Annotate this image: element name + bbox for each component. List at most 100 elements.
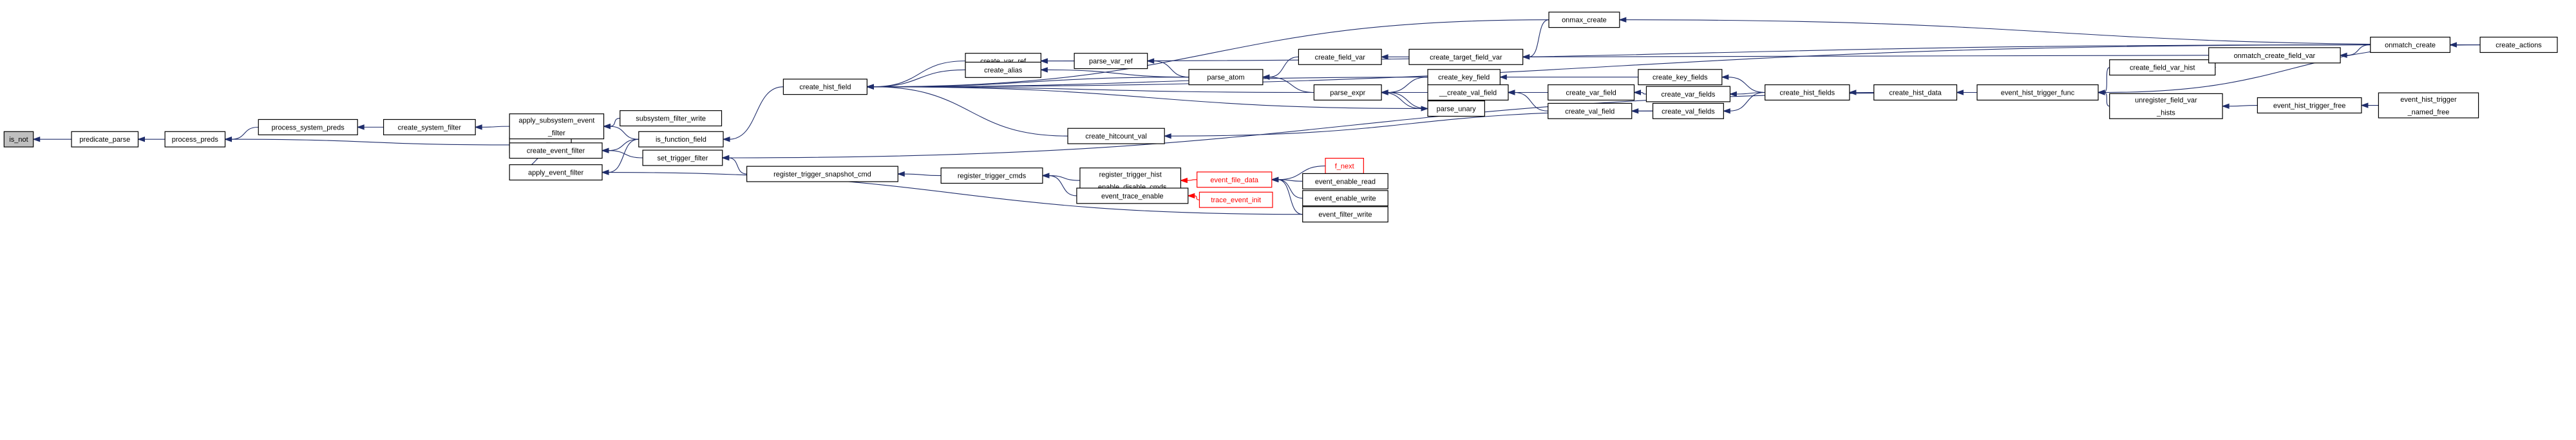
node-process-preds[interactable]: process_preds	[164, 131, 226, 148]
node-label: event_enable_write	[1314, 195, 1376, 203]
edge-arrowhead	[1722, 108, 1730, 114]
edge-line	[1625, 19, 2481, 46]
edge-line	[1640, 91, 1647, 95]
edge-arrowhead	[603, 123, 611, 129]
node-create-event-filter[interactable]: create_event_filter	[509, 142, 603, 159]
node-label: create_key_fields	[1653, 74, 1708, 82]
node-box	[965, 61, 1042, 78]
node-unregister-field-var-hists[interactable]: unregister_field_var_hists	[2109, 93, 2223, 119]
edge-line	[873, 86, 1428, 110]
node-label: event_enable_read	[1315, 178, 1376, 186]
node-box	[1198, 191, 1273, 208]
edge-line	[609, 126, 639, 140]
node-create-target-field-var[interactable]: create_target_field_var	[1408, 48, 1524, 65]
node-apply-subsystem-event-filter[interactable]: apply_subsystem_event_filter	[509, 113, 605, 140]
node-apply-event-filter[interactable]: apply_event_filter	[509, 164, 603, 181]
node-create-hist-fields[interactable]: create_hist_fields	[1765, 84, 1850, 100]
node-parse-var-ref[interactable]: parse_var_ref	[1074, 53, 1148, 70]
node-label: set_trigger_filter	[657, 155, 708, 162]
node-create-field-var[interactable]: create_field_var	[1298, 48, 1382, 65]
edge-line	[1727, 77, 1765, 93]
edge-arrowhead	[1039, 67, 1048, 73]
node-event-enable-read[interactable]: event_enable_read	[1302, 173, 1388, 189]
node-register-trigger-snapshot-cmd[interactable]: register_trigger_snapshot_cmd	[746, 166, 898, 182]
node-label: __create_val_field	[1439, 89, 1497, 97]
node-box	[1638, 69, 1723, 86]
node-trace-event-init[interactable]: trace_event_init	[1198, 191, 1273, 208]
edge-line	[1268, 56, 1299, 78]
edge-arrowhead	[1146, 58, 1155, 64]
node-label: create_target_field_var	[1430, 53, 1502, 61]
node-box	[1548, 84, 1635, 100]
node-label: create_hist_field	[799, 84, 851, 91]
node-event-hist-trigger-free[interactable]: event_hist_trigger_free	[2257, 97, 2362, 114]
edge-apply-subsystem-event-filter-to-create-system-filter	[474, 124, 510, 130]
edge-create-hitcount-val-to-create-hist-field	[866, 84, 1068, 137]
node-event-trace-enable[interactable]: event_trace_enable	[1076, 187, 1189, 204]
node-label: apply_subsystem_event	[518, 117, 594, 124]
node-create-hitcount-val[interactable]: create_hitcount_val	[1067, 128, 1165, 144]
node-parse-atom[interactable]: parse_atom	[1188, 69, 1264, 86]
node-label: event_filter_write	[1318, 211, 1372, 219]
node-create-key-fields[interactable]: create_key_fields	[1638, 69, 1723, 86]
node-create-key-field[interactable]: create_key_field	[1427, 69, 1501, 86]
node-label: parse_atom	[1207, 74, 1244, 82]
node-onmatch-create[interactable]: onmatch_create	[2370, 37, 2451, 53]
edge-arrowhead	[1163, 133, 1171, 139]
node-parse-expr[interactable]: parse_expr	[1313, 84, 1382, 100]
node-predicate-parse[interactable]: predicate_parse	[71, 131, 139, 148]
node-create-var-field[interactable]: create_var_field	[1548, 84, 1635, 100]
edge-line	[729, 86, 784, 140]
edge-onmatch-create-field-var-to-create-target-field-var	[1522, 54, 2209, 60]
edge-arrowhead	[896, 171, 905, 177]
node-onmatch-create-field-var[interactable]: onmatch_create_field_var	[2208, 47, 2341, 64]
node-box	[1067, 128, 1165, 144]
node-label: create_var_fields	[1662, 91, 1716, 99]
node-box	[940, 167, 1043, 184]
edge-line	[2346, 44, 2371, 56]
node-register-trigger-cmds[interactable]: register_trigger_cmds	[940, 167, 1043, 184]
edge-arrowhead	[2339, 52, 2347, 59]
edge-line	[1381, 91, 1423, 110]
edge-arrowhead	[474, 124, 482, 130]
node-event-enable-write[interactable]: event_enable_write	[1302, 190, 1388, 207]
edge-arrowhead	[722, 136, 730, 142]
edge-arrowhead	[1848, 90, 1857, 95]
node-event-hist-trigger-named-free[interactable]: event_hist_trigger_named_free	[2378, 92, 2479, 119]
node-create-system-filter[interactable]: create_system_filter	[383, 119, 476, 135]
node-label: subsystem_filter_write	[636, 115, 706, 123]
node-label: onmatch_create_field_var	[2234, 52, 2316, 60]
node-create-alias[interactable]: create_alias	[965, 61, 1042, 78]
edge-line	[1153, 61, 1189, 78]
edge-arrowhead	[1631, 108, 1639, 114]
node-f-next[interactable]: f_next	[1325, 158, 1364, 175]
node-create-val-field[interactable]: __create_val_field	[1427, 84, 1509, 100]
node-create-val-field[interactable]: create_val_field	[1548, 102, 1633, 119]
node-is-function-field[interactable]: is_function_field	[638, 131, 724, 148]
node-process-system-preds[interactable]: process_system_preds	[258, 119, 358, 135]
node-parse-unary[interactable]: parse_unary	[1427, 100, 1485, 117]
node-label: parse_unary	[1437, 106, 1477, 113]
node-label: create_var_field	[1566, 89, 1616, 97]
node-event-filter-write[interactable]: event_filter_write	[1302, 206, 1388, 223]
edge-line	[608, 172, 1303, 215]
node-create-hist-data[interactable]: create_hist_data	[1873, 84, 1958, 100]
node-set-trigger-filter[interactable]: set_trigger_filter	[642, 149, 723, 166]
node-create-actions[interactable]: create_actions	[2479, 37, 2558, 53]
node-is-not[interactable]: is_not	[3, 131, 34, 148]
node-create-field-var-hist[interactable]: create_field_var_hist	[2109, 59, 2216, 76]
edge-arrowhead	[1633, 90, 1642, 95]
edge-line	[1387, 77, 1428, 93]
node-onmax-create[interactable]: onmax_create	[1548, 12, 1620, 28]
edge-event-hist-trigger-func-to-create-hist-data	[1955, 90, 1978, 95]
edge-line	[231, 139, 510, 146]
node-create-hist-field[interactable]: create_hist_field	[782, 79, 867, 95]
node-subsystem-filter-write[interactable]: subsystem_filter_write	[620, 110, 723, 127]
node-box	[782, 79, 867, 95]
node-event-hist-trigger-func[interactable]: event_hist_trigger_func	[1976, 84, 2099, 100]
node-create-val-fields[interactable]: create_val_fields	[1652, 102, 1724, 119]
edge-create-val-fields-to-create-val-field	[1631, 108, 1653, 114]
node-create-var-fields[interactable]: create_var_fields	[1645, 86, 1731, 102]
node-event-file-data[interactable]: event_file_data	[1197, 171, 1273, 188]
